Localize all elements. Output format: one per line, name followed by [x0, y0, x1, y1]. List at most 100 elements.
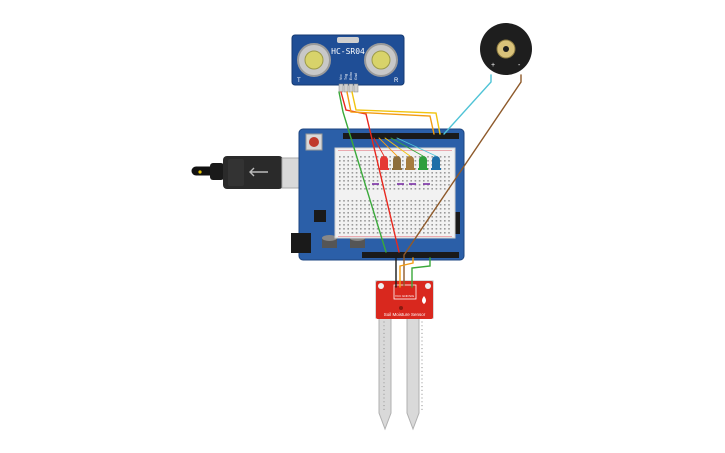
wire-buzzer-cyan[interactable]: [443, 74, 492, 135]
breadboard-hole: [372, 164, 375, 166]
breadboard-hole: [397, 212, 400, 214]
breadboard-hole: [385, 224, 387, 226]
wire-buzzer-brown[interactable]: [403, 74, 522, 287]
breadboard-hole: [439, 212, 442, 214]
probe-trace-dot: [421, 382, 423, 384]
breadboard-hole: [360, 188, 362, 190]
probe-trace-dot: [383, 325, 385, 327]
breadboard-hole: [397, 220, 400, 222]
breadboard-hole: [372, 176, 375, 178]
breadboard-hole: [351, 176, 354, 178]
breadboard-hole: [402, 156, 404, 158]
breadboard-hole: [389, 224, 391, 226]
breadboard-hole: [431, 220, 433, 222]
breadboard-hole: [410, 232, 412, 234]
breadboard-hole: [385, 208, 387, 210]
buzzer-negative-mark: -: [518, 62, 521, 69]
breadboard-hole: [372, 220, 375, 222]
breadboard-hole: [410, 176, 412, 178]
breadboard-hole: [431, 200, 433, 202]
breadboard-hole: [355, 220, 358, 222]
breadboard-hole: [448, 224, 450, 226]
soil-pin-gnd: GND: [402, 294, 410, 298]
breadboard-hole: [393, 200, 396, 202]
wire-gnd-green[interactable]: [338, 91, 387, 253]
soil-moisture-sensor[interactable]: VCC GND SIG Soil Moisture Sensor: [375, 280, 434, 431]
led-1[interactable]: [379, 156, 389, 170]
breadboard-hole: [355, 228, 358, 230]
breadboard-hole: [431, 188, 433, 190]
probe-trace-dot: [383, 336, 385, 338]
breadboard-hole: [364, 208, 366, 210]
breadboard-hole: [410, 220, 412, 222]
breadboard-hole: [423, 180, 425, 182]
sensor-pins: [338, 83, 359, 93]
breadboard-hole: [414, 208, 417, 210]
wire-soil-orange[interactable]: [399, 257, 414, 288]
breadboard-hole: [418, 208, 421, 210]
buzzer-positive-mark: +: [491, 62, 495, 69]
corner-mark-r: R: [394, 78, 399, 84]
led-4[interactable]: [418, 156, 428, 170]
breadboard-hole: [439, 188, 442, 190]
breadboard-hole: [347, 224, 349, 226]
breadboard-hole: [414, 220, 417, 222]
breadboard-hole: [355, 204, 358, 206]
breadboard-hole: [339, 212, 341, 214]
breadboard-hole: [414, 212, 417, 214]
soil-pin-sig: SIG: [409, 294, 415, 298]
breadboard-hole: [368, 156, 370, 158]
breadboard-hole: [444, 172, 446, 174]
breadboard-hole: [381, 228, 383, 230]
breadboard-hole: [397, 208, 400, 210]
probe-trace-dot: [421, 344, 423, 346]
breadboard-hole: [360, 212, 362, 214]
breadboard-hole: [402, 224, 404, 226]
breadboard-hole: [372, 188, 375, 190]
breadboard-hole: [444, 184, 446, 186]
breadboard-hole: [418, 224, 421, 226]
breadboard-hole: [448, 208, 450, 210]
soil-pin-labels: VCC GND SIG: [395, 294, 415, 298]
probe-trace-dot: [421, 374, 423, 376]
breadboard-hole: [448, 184, 450, 186]
breadboard-hole: [360, 220, 362, 222]
breadboard-hole: [410, 200, 412, 202]
breadboard-hole: [427, 212, 429, 214]
breadboard-hole: [343, 204, 345, 206]
reset-button[interactable]: [305, 133, 323, 151]
led-5[interactable]: [431, 156, 441, 170]
breadboard-hole: [418, 176, 421, 178]
probe-trace-dot: [421, 340, 423, 342]
probe-trace-dot: [383, 378, 385, 380]
wire-soil-green[interactable]: [411, 257, 431, 288]
breadboard-hole: [339, 216, 341, 218]
led-3[interactable]: [405, 156, 415, 170]
wire-echo-yellow[interactable]: [351, 91, 441, 135]
breadboard-hole: [444, 212, 446, 214]
probe-trace-dot: [383, 351, 385, 353]
breadboard-hole: [339, 224, 341, 226]
breadboard-hole: [406, 184, 408, 186]
breadboard-hole: [427, 160, 429, 162]
breadboard-hole: [414, 200, 417, 202]
breadboard-hole: [355, 224, 358, 226]
breadboard-hole: [444, 208, 446, 210]
breadboard-hole: [364, 176, 366, 178]
probe-trace-dot: [383, 367, 385, 369]
piezo-buzzer[interactable]: + -: [480, 23, 532, 75]
led-2[interactable]: [392, 156, 402, 170]
wire-trig-orange[interactable]: [346, 91, 435, 135]
breadboard-hole: [347, 208, 349, 210]
breadboard-hole: [406, 212, 408, 214]
pin-label-gnd: Gnd: [354, 73, 358, 80]
breadboard-hole: [385, 204, 387, 206]
probe-trace-dot: [383, 374, 385, 376]
arduino-board[interactable]: [291, 128, 465, 261]
ultrasonic-sensor[interactable]: HC-SR04 T R Vcc Trig Echo Gnd: [291, 34, 405, 93]
breadboard-hole: [393, 212, 396, 214]
breadboard-hole: [343, 164, 345, 166]
probe-trace-dot: [421, 348, 423, 350]
breadboard-hole: [372, 200, 375, 202]
breadboard-hole: [339, 228, 341, 230]
